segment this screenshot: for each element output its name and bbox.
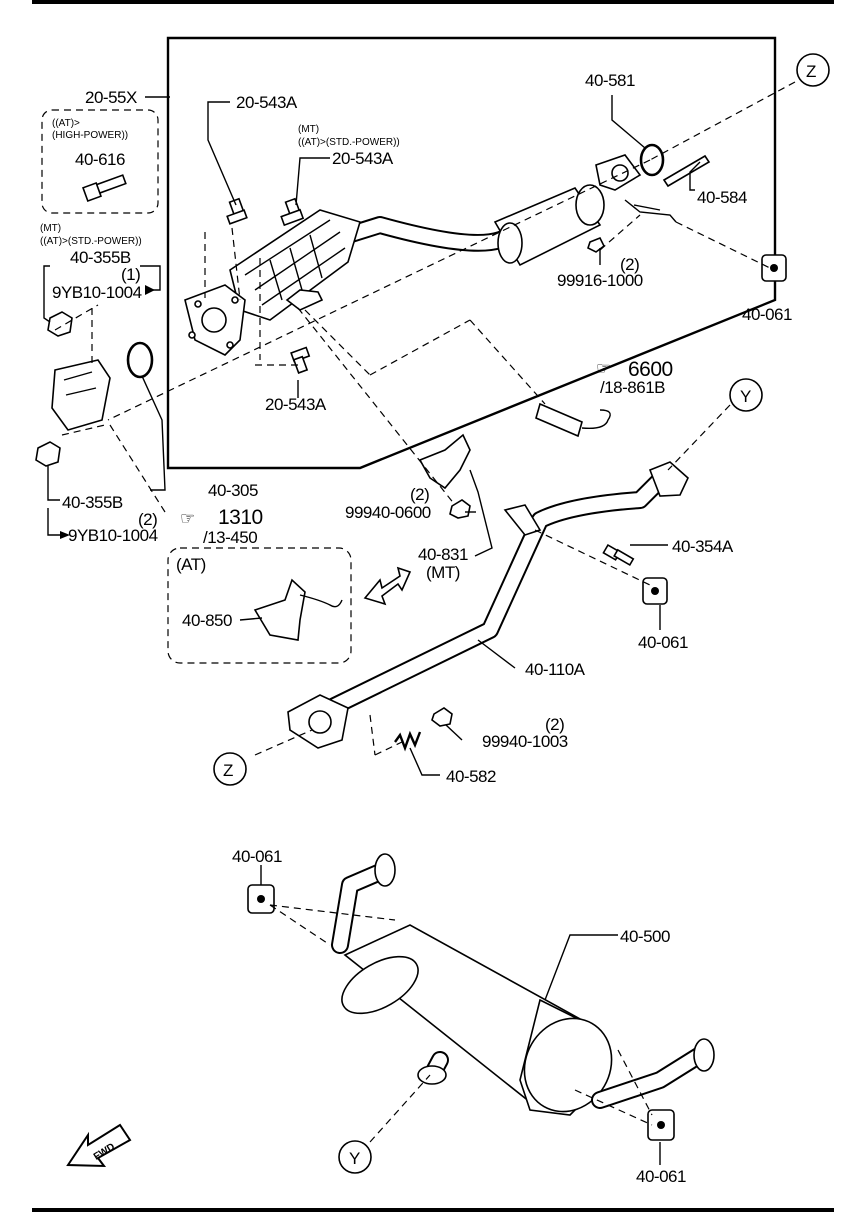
label-6600: 6600: [628, 358, 673, 381]
label-at: (AT): [176, 555, 206, 574]
bolt-20-543a-top[interactable]: [226, 197, 248, 225]
label-40-061-mid: 40-061: [638, 633, 688, 652]
label-at-std-1: ((AT)>(STD.-POWER)): [298, 137, 400, 148]
intermediate-pipe-40-110a[interactable]: [287, 461, 689, 749]
nut-40-355b-upper[interactable]: [47, 311, 73, 337]
arrowhead-lower: [60, 531, 70, 539]
bolt-20-543a-mid[interactable]: [280, 197, 305, 227]
label-20-543a-top: 20-543A: [236, 93, 298, 112]
oxygen-sensor[interactable]: [535, 402, 611, 438]
label-99940-0600: 99940-0600: [345, 503, 431, 522]
label-qty-2-b: (2): [138, 510, 157, 529]
label-40-061-lower-left: 40-061: [232, 847, 282, 866]
rubber-mount-40-061-lower-left[interactable]: [247, 884, 275, 914]
label-qty-2-a: (2): [620, 255, 639, 274]
gasket-40-305[interactable]: [126, 341, 154, 379]
arrowhead-upper: [145, 285, 155, 295]
label-99916-1000: 99916-1000: [557, 271, 643, 290]
label-40-584: 40-584: [697, 188, 747, 207]
leader-lines: [43, 95, 776, 1165]
label-40-354a: 40-354A: [672, 537, 734, 556]
label-18-861b: /18-861B: [600, 378, 665, 397]
fwd-arrow-icon: FWD: [66, 1123, 132, 1168]
label-99940-1003: 99940-1003: [482, 732, 568, 751]
catalytic-converter-assembly[interactable]: [184, 154, 677, 356]
label-qty-1: (1): [121, 265, 140, 284]
label-40-305: 40-305: [208, 481, 258, 500]
nut-40-355b-lower[interactable]: [35, 441, 61, 467]
rubber-mount-40-061-lower-right[interactable]: [647, 1109, 675, 1141]
label-13-450: /13-450: [203, 528, 257, 547]
interchange-arrow: [363, 566, 412, 606]
label-40-061-top: 40-061: [742, 305, 792, 324]
ref-z-top: Z: [806, 62, 816, 81]
assembly-frame: [166, 36, 777, 470]
label-40-110a: 40-110A: [525, 660, 586, 679]
ref-circle-z-low: [213, 752, 247, 786]
label-1310: 1310: [218, 506, 263, 529]
ref-y-low: Y: [349, 1149, 360, 1168]
label-40-616: 40-616: [75, 150, 125, 169]
alignment-lines: [54, 81, 796, 1143]
bolt-40-616[interactable]: [82, 174, 127, 202]
hand-icon-6600: ☞: [596, 359, 611, 378]
ref-circle-y-low: [338, 1140, 372, 1174]
rubber-mount-40-061-mid[interactable]: [642, 577, 668, 605]
label-40-061-lower-right: 40-061: [636, 1167, 686, 1186]
main-silencer-40-500[interactable]: [331, 853, 715, 1128]
nut-99940-0600[interactable]: [449, 499, 471, 519]
gasket-ring-40-581[interactable]: [639, 143, 665, 177]
bolt-40-354a[interactable]: [602, 543, 635, 567]
ref-z-low: Z: [223, 761, 233, 780]
label-20-55x: 20-55X: [85, 88, 137, 107]
label-40-355b-lower: 40-355B: [62, 493, 123, 512]
label-40-850: 40-850: [182, 611, 232, 630]
label-mt: (MT): [298, 124, 319, 135]
label-40-831: 40-831: [418, 545, 468, 564]
rubber-mount-40-061-top[interactable]: [761, 254, 787, 282]
spring-40-582[interactable]: [394, 730, 422, 752]
label-qty-2-d: (2): [545, 715, 564, 734]
label-qty-2-c: (2): [410, 485, 429, 504]
label-mt-2: (MT): [40, 223, 61, 234]
at-option-box: [167, 547, 352, 664]
label-20-543a-mid: 20-543A: [332, 149, 394, 168]
ref-circle-y-top: [729, 378, 763, 412]
bolt-20-543a-low[interactable]: [290, 346, 311, 374]
high-power-option-box: [41, 109, 159, 214]
at-bracket-40-850[interactable]: [253, 578, 306, 641]
stud-bolt-40-584[interactable]: [662, 154, 711, 188]
label-mt-3: (MT): [426, 563, 460, 582]
hand-icon-1310: ☞: [180, 509, 195, 528]
top-border: [32, 0, 834, 4]
hanger-bracket-40-831[interactable]: [418, 433, 471, 490]
ref-y-top: Y: [740, 387, 751, 406]
nut-99940-1003[interactable]: [431, 707, 453, 727]
label-at-hp-2: (HIGH-POWER)): [52, 130, 128, 141]
label-9yb10-lower: 9YB10-1004: [68, 526, 158, 545]
part-labels: 20-55X 20-543A (MT) ((AT)>(STD.-POWER)) …: [40, 71, 792, 1186]
label-at-hp-1: ((AT)>: [52, 118, 80, 129]
label-9yb10-upper: 9YB10-1004: [52, 283, 142, 302]
label-20-543a-low: 20-543A: [265, 395, 327, 414]
bottom-border: [32, 1208, 834, 1212]
label-at-std-2: ((AT)>(STD.-POWER)): [40, 236, 142, 247]
label-40-582: 40-582: [446, 767, 496, 786]
label-40-500: 40-500: [620, 927, 670, 946]
label-40-581: 40-581: [585, 71, 635, 90]
nut-99916-1000[interactable]: [587, 236, 606, 253]
heat-insulator-bracket[interactable]: [51, 359, 111, 431]
ref-circle-z-top: [796, 53, 830, 87]
label-40-355b-upper: 40-355B: [70, 248, 131, 267]
